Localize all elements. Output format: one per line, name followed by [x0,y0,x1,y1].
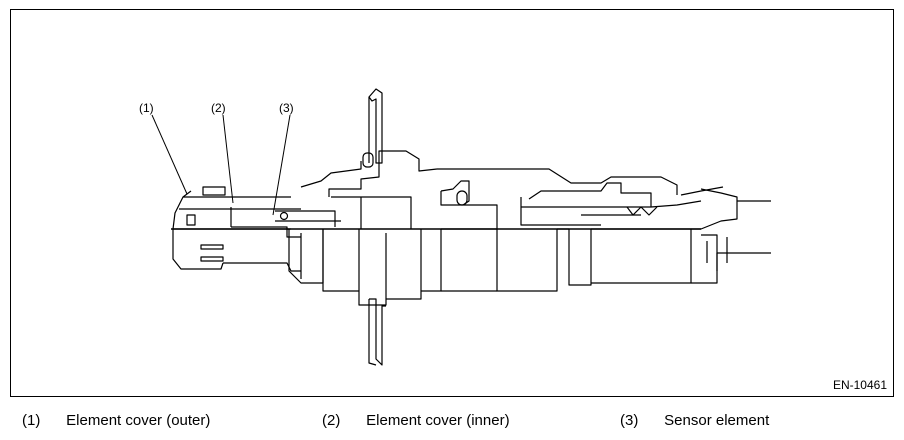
legend-item-1: (1) Element cover (outer) [22,412,210,429]
legend-number: (1) [22,412,41,429]
legend-number: (3) [620,412,639,429]
callout-leader-3 [272,114,291,216]
callout-label-2: (2) [211,101,226,115]
legend-text: Sensor element [664,412,770,429]
legend-item-3: (3) Sensor element [620,412,769,429]
figure-frame: (1) (2) (3) EN-10461 [10,9,894,397]
callout-leaders [151,114,291,216]
oxygen-sensor-cross-section-diagram: (1) (2) (3) [139,88,771,366]
mounting-flange [368,88,386,366]
callout-label-1: (1) [139,101,154,115]
sensor-housing [288,150,692,306]
legend-number: (2) [322,412,341,429]
callout-leader-2 [222,114,234,204]
legend: (1) Element cover (outer) (2) Element co… [0,404,904,440]
legend-text: Element cover (outer) [66,412,211,429]
figure-code: EN-10461 [832,378,887,392]
legend-item-2: (2) Element cover (inner) [322,412,510,429]
sensor-element [275,161,362,227]
legend-text: Element cover (inner) [366,412,510,429]
callout-leader-1 [151,114,188,195]
callout-label-3: (3) [279,101,294,115]
connector-and-cable [520,182,771,284]
element-cover-outer [172,186,301,270]
